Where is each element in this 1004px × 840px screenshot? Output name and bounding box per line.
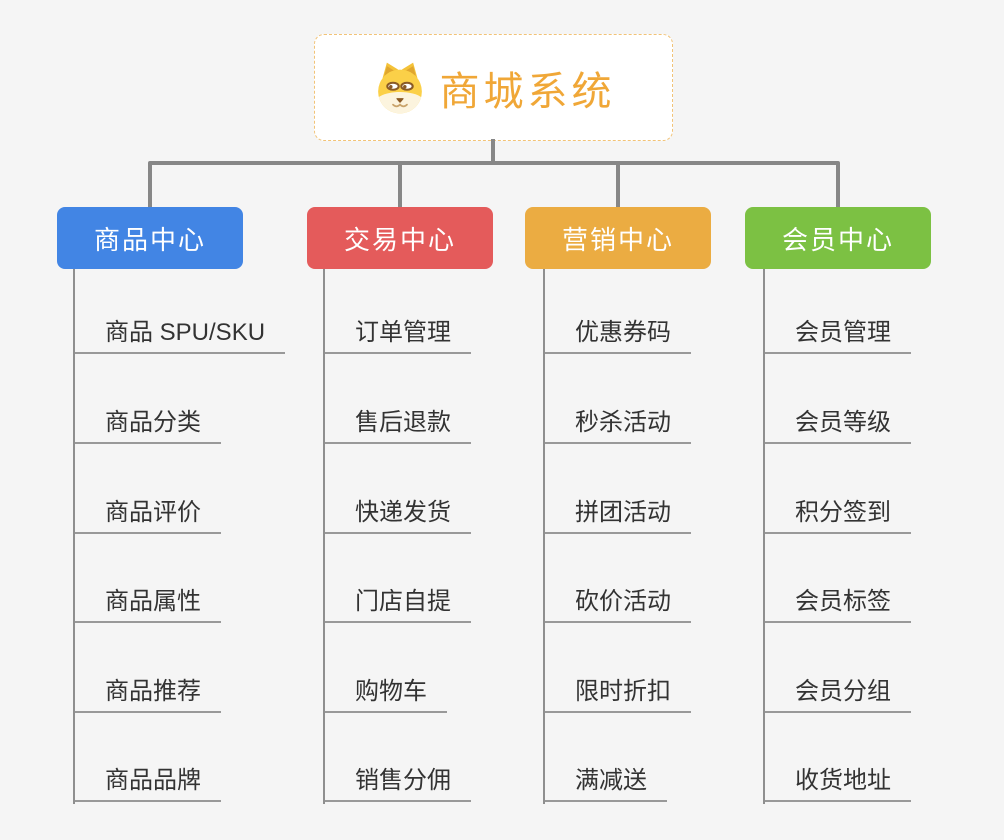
leaf-node[interactable]: 门店自提 — [325, 588, 471, 623]
connector-rail — [148, 161, 840, 165]
branch-label: 交易中心 — [343, 224, 456, 255]
branch-label: 会员中心 — [781, 224, 894, 255]
leaf-node[interactable]: 快递发货 — [325, 499, 471, 534]
branch-trade-center[interactable]: 交易中心 — [307, 207, 493, 269]
branch-member-center[interactable]: 会员中心 — [745, 207, 931, 269]
branch-label: 营销中心 — [561, 224, 674, 255]
leaf-node[interactable]: 限时折扣 — [545, 678, 691, 713]
root-title: 商城系统 — [439, 69, 616, 114]
leaf-node[interactable]: 会员等级 — [765, 409, 911, 444]
root-node-mall-system[interactable]: 商城系统 — [314, 34, 673, 141]
leaf-node[interactable]: 销售分佣 — [325, 767, 471, 802]
connector-drop-3 — [616, 163, 620, 207]
connector-drop-2 — [398, 163, 402, 207]
children-trade-center: 订单管理 售后退款 快递发货 门店自提 购物车 销售分佣 — [323, 269, 553, 804]
connector-drop-4 — [836, 163, 840, 207]
leaf-node[interactable]: 收货地址 — [765, 767, 911, 802]
leaf-node[interactable]: 积分签到 — [765, 499, 911, 534]
leaf-node[interactable]: 满减送 — [545, 767, 667, 802]
leaf-node[interactable]: 订单管理 — [325, 319, 471, 354]
leaf-node[interactable]: 会员管理 — [765, 319, 911, 354]
leaf-node[interactable]: 会员标签 — [765, 588, 911, 623]
doge-icon — [377, 62, 422, 113]
branch-product-center[interactable]: 商品中心 — [57, 207, 243, 269]
leaf-node[interactable]: 拼团活动 — [545, 499, 691, 534]
leaf-node[interactable]: 商品评价 — [75, 499, 221, 534]
leaf-node[interactable]: 秒杀活动 — [545, 409, 691, 444]
children-marketing-center: 优惠券码 秒杀活动 拼团活动 砍价活动 限时折扣 满减送 — [543, 269, 773, 804]
children-member-center: 会员管理 会员等级 积分签到 会员标签 会员分组 收货地址 — [763, 269, 993, 804]
leaf-node[interactable]: 商品属性 — [75, 588, 221, 623]
leaf-node[interactable]: 购物车 — [325, 678, 447, 713]
leaf-node[interactable]: 会员分组 — [765, 678, 911, 713]
connector-root-stub — [491, 139, 495, 164]
branch-marketing-center[interactable]: 营销中心 — [525, 207, 711, 269]
children-product-center: 商品 SPU/SKU 商品分类 商品评价 商品属性 商品推荐 商品品牌 — [73, 269, 303, 804]
leaf-node[interactable]: 砍价活动 — [545, 588, 691, 623]
connector-drop-1 — [148, 163, 152, 207]
leaf-node[interactable]: 商品品牌 — [75, 767, 221, 802]
leaf-node[interactable]: 商品推荐 — [75, 678, 221, 713]
leaf-node[interactable]: 售后退款 — [325, 409, 471, 444]
leaf-node[interactable]: 商品分类 — [75, 409, 221, 444]
branch-label: 商品中心 — [93, 224, 206, 255]
leaf-node[interactable]: 优惠券码 — [545, 319, 691, 354]
leaf-node[interactable]: 商品 SPU/SKU — [75, 319, 286, 354]
